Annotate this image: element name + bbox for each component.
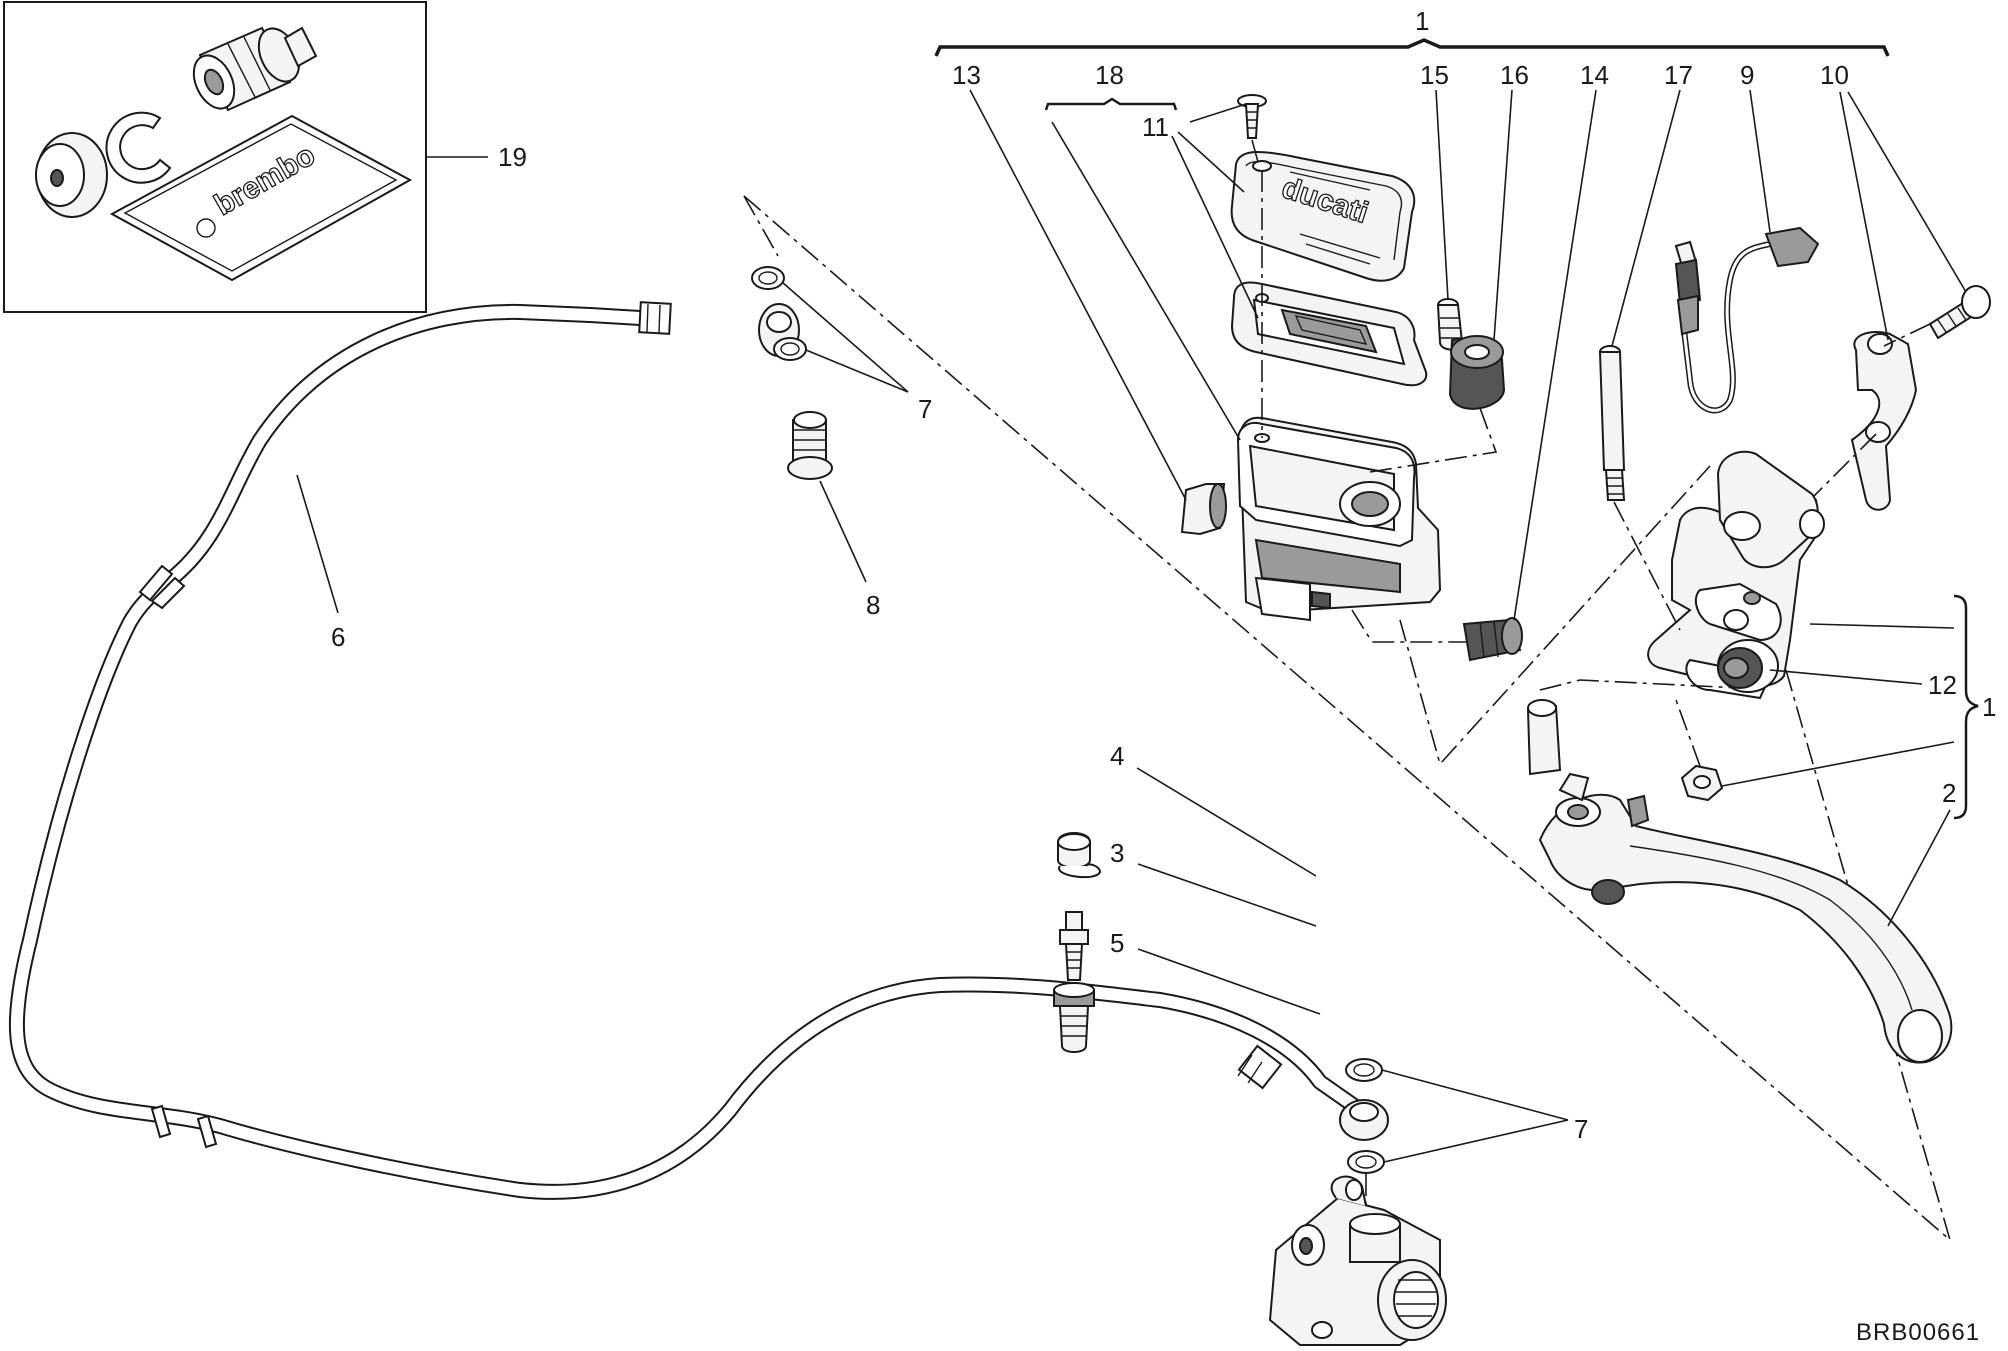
leader-7-lower-b [1383,1119,1569,1163]
callout-14: 14 [1580,60,1609,90]
leader-9 [1749,89,1771,233]
axis-line-boot [1351,609,1466,643]
callout-10: 10 [1820,60,1849,90]
callout-19: 19 [498,142,527,172]
clutch-slave-cylinder [1268,1175,1447,1346]
lever-adjuster-knob [1717,639,1779,693]
callout-11: 11 [1142,112,1169,142]
leader-3 [1137,863,1317,927]
assembly-brace-top [934,38,1890,57]
reservoir-plug [1180,483,1227,536]
callout-6: 6 [331,622,345,652]
leader-4 [1136,767,1317,877]
leader-7-upper-a [781,281,909,393]
reservoir-body [1236,416,1442,622]
callout-3: 3 [1110,838,1124,868]
callout-12: 12 [1928,670,1957,700]
callout-13: 13 [952,60,981,90]
leader-10-b [1847,91,1967,293]
callout-1-top: 1 [1415,6,1429,36]
upper-banjo-fitting [751,266,807,361]
leader-2 [1887,809,1951,927]
leader-11-b [1177,131,1245,193]
reservoir-cap: ducati [1230,150,1416,282]
clutch-lever [1538,772,1953,1064]
rubber-boot-14 [1462,617,1523,662]
axis-line-hose-top-b [743,195,779,257]
clutch-switch-sensor [1674,226,1820,414]
leader-11-c [1171,135,1259,319]
axis-line-grommet [1369,407,1498,473]
leader-14 [1513,89,1597,621]
reservoir-diaphragm [1230,281,1428,387]
handlebar-clamp [1850,331,1918,511]
leader-17 [1611,89,1681,347]
callout-8: 8 [866,590,880,620]
callout-2: 2 [1942,778,1956,808]
leader-13 [969,89,1187,501]
leader-7-upper-b [805,349,909,393]
kit-piston [192,26,318,112]
axis-line-reservoir-cap [1251,139,1259,163]
leader-1-side-a [1809,623,1955,629]
leader-6 [296,474,339,614]
clamp-bolt [1928,285,1991,340]
bleeder-cap [1057,832,1102,879]
leader-11-a [1189,103,1247,123]
callout-18: 18 [1095,60,1124,90]
leader-16 [1493,89,1513,341]
callout-7-lower: 7 [1574,1114,1588,1144]
leader-18 [1051,121,1241,441]
reservoir-grommet-16 [1448,335,1506,410]
kit-circlip [105,111,172,184]
drawing-code: BRB00661 [1856,1319,1980,1346]
callout-16: 16 [1500,60,1529,90]
lever-pivot-pin [1598,345,1626,501]
callout-15: 15 [1420,60,1449,90]
leader-12 [1769,669,1923,685]
callout-1-side: 1 [1982,692,1996,722]
reservoir-brace [1044,97,1178,111]
reservoir-cap-screw [1237,94,1267,139]
repair-kit-box: brembo [3,1,427,313]
hose-adapter-union [1053,982,1095,1053]
upper-banjo-bolt [787,411,833,480]
leader-5 [1137,948,1321,1015]
kit-seal-cup [35,132,108,218]
axis-line-bushing [1539,679,1741,691]
axis-line-boot-lever [1399,465,1711,766]
callout-5: 5 [1110,928,1124,958]
bleeder-screw [1059,911,1089,981]
callout-9: 9 [1740,60,1754,90]
kit-instruction-sheet: brembo [109,114,413,282]
leader-15 [1435,89,1449,301]
axis-line-clamp [1809,433,1877,501]
leader-10-a [1839,91,1889,341]
leader-1-side-b [1721,741,1955,787]
clutch-hose [8,301,1368,1200]
callout-7-upper: 7 [918,394,932,424]
lower-banjo-fitting [1339,1058,1389,1174]
master-cylinder-body [1647,450,1825,700]
callout-17: 17 [1664,60,1693,90]
callout-4: 4 [1110,741,1124,771]
axis-line-clamp-bolt [1883,323,1931,347]
assembly-brace-side [1953,594,1979,820]
axis-line-pin [1613,501,1681,631]
leader-7-lower-a [1381,1069,1569,1121]
leader-8 [819,480,867,583]
pivot-nut [1680,764,1724,802]
lever-bushing [1526,699,1562,776]
axis-line-nut [1675,699,1701,767]
